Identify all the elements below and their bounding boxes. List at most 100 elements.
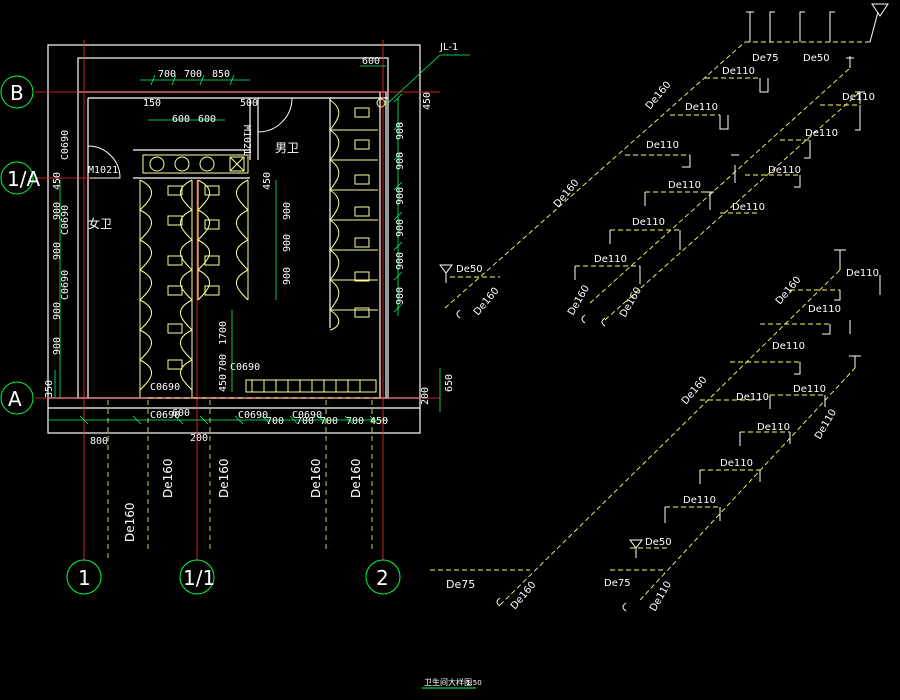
dimension-labels: 700 700 850 600 150 600 600 500 450 900 … [44,56,455,447]
drawing-title: 卫生间大样图 [424,677,472,687]
pipe-label: De160 [472,286,502,318]
dim-label: 700 [296,416,314,427]
plan-drains [107,397,380,560]
pipe-label: De160 [680,375,710,407]
pipe-label: De110 [772,341,805,352]
dim-label: 900 [395,252,406,270]
pipe-label: De75 [446,578,475,591]
window-label: C0690 [150,410,180,421]
iso-pipes [430,3,889,612]
pipe-labels: De160 De160 De160 De160 De160 De75 De75 … [123,53,879,614]
pipe-label: De75 [752,53,779,64]
pipe-label: De110 [793,384,826,395]
stalls-right [329,98,386,331]
dim-label: 700 [266,416,284,427]
iso-lower-fixtures [496,249,881,612]
dim-label: 200 [190,433,208,444]
pipe-label: De160 [161,458,175,498]
footer: 卫生间大样图 1:50 [424,677,482,687]
window-label: C0690 [292,410,322,421]
dim-label: 1700 [218,321,229,345]
dim-label: 350 [44,380,55,398]
pipe-label: De50 [645,537,672,548]
plan-labels: 男卫 女卫 JL-1 C0690 C0690 C0690 C0690 C0690… [60,42,458,421]
door-label: M1021 [241,125,252,155]
window-label: C0690 [60,270,71,300]
pipe-label: De160 [217,458,231,498]
dim-label: 900 [395,219,406,237]
pipe-label: De110 [594,254,627,265]
dim-label: 450 [262,172,273,190]
dim-label: 900 [395,122,406,140]
dim-label: 900 [52,337,63,355]
pipe-label: De110 [846,268,879,279]
dim-label: 800 [90,436,108,447]
dim-label: 150 [143,98,161,109]
iso-upper-fixtures [439,3,889,327]
grid-bubbles [0,75,401,595]
door-label: M1021 [88,165,118,176]
grid-labels: B 1/A A 1 1/1 2 [7,81,389,590]
pipe-label: De50 [456,264,483,275]
dim-label: 450 [52,172,63,190]
stalls-left [139,154,249,398]
pipe-label: De160 [552,178,582,210]
room-label-male: 男卫 [275,141,299,155]
window-label: C0690 [60,130,71,160]
pipe-label: De160 [349,458,363,498]
iso-lower-main [430,269,856,606]
pipe-label: De160 [644,80,674,112]
pipe-label: De110 [736,392,769,403]
dim-label: 500 [240,98,258,109]
dim-label: 200 [420,387,431,405]
pipe-label: De110 [808,304,841,315]
dim-label: 900 [52,202,63,220]
window-label: C0690 [230,362,260,373]
grid-label-1a: 1/A [7,167,40,191]
dim-label: 450 [218,374,229,392]
pipe-label: De110 [720,458,753,469]
grid-label-1: 1 [78,566,91,590]
pipe-label: De110 [842,92,875,103]
pipe-label: De110 [805,128,838,139]
dim-label: 850 [212,69,230,80]
dim-label: 900 [282,234,293,252]
dim-label: 700 [218,354,229,372]
room-label-female: 女卫 [88,216,112,231]
dim-label: 600 [198,114,216,125]
pipe-label: De160 [123,502,137,542]
dim-label: 700 [184,69,202,80]
riser-label: JL-1 [439,42,458,53]
dim-label: 450 [422,92,433,110]
pipe-label: De110 [722,66,755,77]
grid-axes [35,40,440,560]
dim-label: 700 [346,416,364,427]
dim-label: 900 [282,267,293,285]
door-swings [87,97,293,179]
pipe-label: De160 [509,580,539,612]
pipe-label: De110 [668,180,701,191]
grid-label-b: B [10,81,24,105]
drawing-scale: 1:50 [466,679,482,687]
pipe-label: De110 [768,165,801,176]
dim-label: 900 [52,242,63,260]
dimension-lines [48,54,470,425]
dim-label: 900 [52,302,63,320]
grid-label-1-1: 1/1 [183,566,215,590]
pipe-label: De160 [774,275,804,307]
pipe-label: De110 [813,407,839,441]
iso-upper-main [444,41,870,321]
pipe-label: De75 [604,578,631,589]
pipe-label: De110 [648,579,674,613]
pipe-label: De110 [685,102,718,113]
floor-plan [0,40,470,595]
dim-label: 900 [282,202,293,220]
window-label: C0690 [238,410,268,421]
dim-label: 450 [370,416,388,427]
pipe-label: De110 [732,202,765,213]
dim-label: 600 [362,56,380,67]
grid-label-2: 2 [376,566,389,590]
window-label: C0690 [150,382,180,393]
dim-label: 600 [172,408,190,419]
